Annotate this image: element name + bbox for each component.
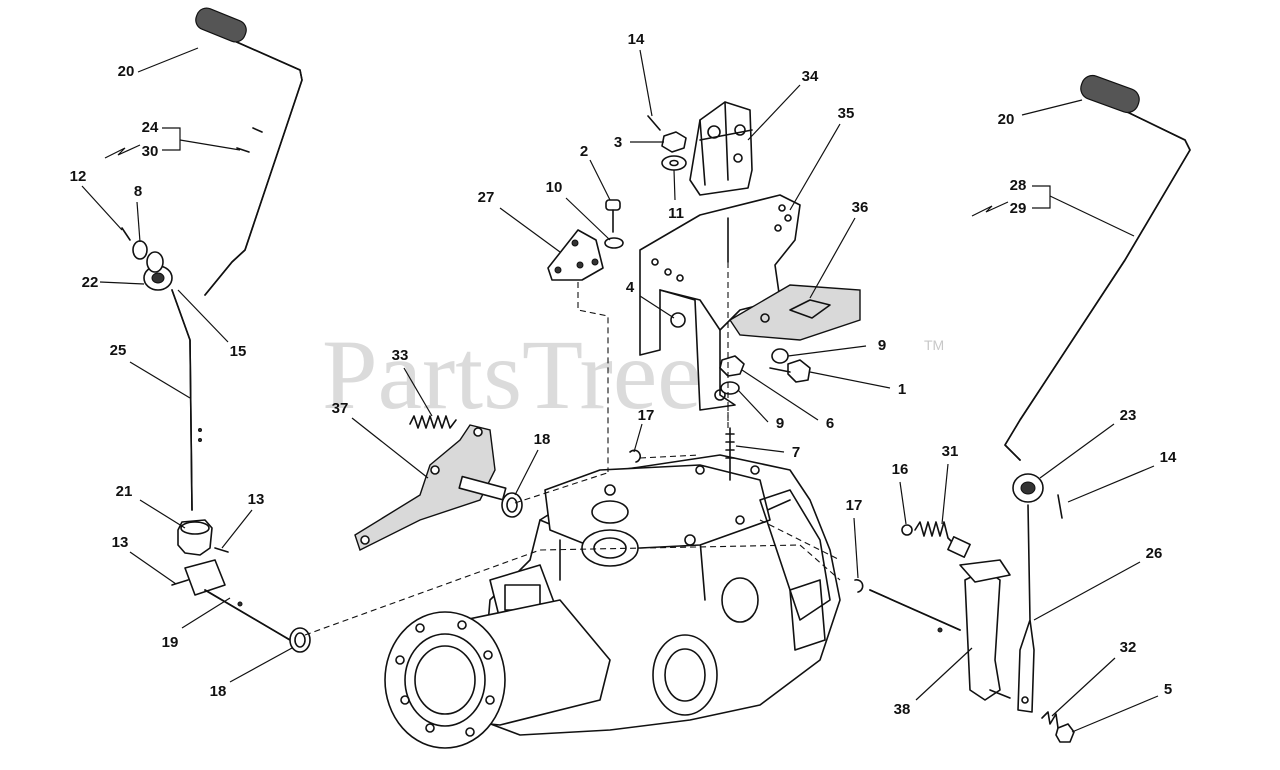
callout-17-center: 17 (638, 407, 655, 424)
right-shift-lever (1004, 74, 1191, 461)
stud-7 (725, 427, 735, 481)
callout-25: 25 (110, 342, 127, 359)
callout-24: 24 (142, 119, 159, 136)
callout-30: 30 (142, 143, 159, 160)
callout-28: 28 (1010, 177, 1027, 194)
callout-18-left: 18 (210, 683, 227, 700)
spring-33 (409, 415, 457, 429)
shift-rod-25 (171, 289, 202, 511)
callout-13-left: 13 (112, 534, 129, 551)
watermark-trademark: TM (924, 337, 944, 353)
nut-4 (670, 312, 686, 328)
shaft-19 (184, 559, 291, 641)
callout-11: 11 (668, 205, 684, 222)
callout-34: 34 (802, 68, 819, 85)
bracket-27 (547, 229, 604, 281)
nut-5 (1055, 723, 1075, 743)
shift-rod-26 (1017, 504, 1035, 713)
callout-23: 23 (1120, 407, 1137, 424)
collar-21 (177, 519, 213, 556)
nut-3 (661, 131, 687, 153)
ring-18-center (501, 492, 523, 518)
callout-3: 3 (614, 134, 622, 151)
callout-17-right: 17 (846, 497, 863, 514)
shaft-right (869, 589, 961, 633)
callout-6: 6 (826, 415, 834, 432)
seat-bracket-34 (689, 101, 753, 196)
callout-15: 15 (230, 343, 247, 360)
clip-17-center (629, 449, 642, 463)
bolt-arm (989, 689, 1011, 699)
washer-11 (661, 155, 687, 171)
pin-12 (121, 227, 131, 241)
callout-32: 32 (1120, 639, 1137, 656)
pin-14-top (647, 115, 661, 131)
watermark-logo: PartsTree (322, 319, 702, 430)
bolt-1 (769, 359, 811, 383)
callout-2: 2 (580, 143, 588, 160)
callout-35: 35 (838, 105, 855, 122)
ring-18-left (289, 627, 311, 653)
assembly-lines (304, 262, 841, 636)
plate-36 (729, 284, 861, 341)
callout-29: 29 (1010, 200, 1027, 217)
callout-5: 5 (1164, 681, 1172, 698)
pin-13-right (214, 547, 229, 553)
nut-6 (719, 355, 745, 377)
pivot-23 (1012, 473, 1044, 503)
callout-22: 22 (82, 274, 99, 291)
callout-9-upper: 9 (878, 337, 886, 354)
callout-14-top: 14 (628, 31, 645, 48)
ball-16 (901, 524, 913, 536)
callout-labels: 14 34 35 3 2 11 10 27 36 4 9 1 6 9 17 7 … (70, 31, 1177, 718)
callout-18-center: 18 (534, 431, 551, 448)
washer-9-lower (720, 381, 740, 395)
shift-arm-38 (959, 559, 1011, 701)
callout-10: 10 (546, 179, 563, 196)
callout-9-lower: 9 (776, 415, 784, 432)
spring-31 (914, 521, 971, 558)
callout-14-right: 14 (1160, 449, 1177, 466)
pivot-22 (143, 265, 173, 291)
left-shift-lever (195, 7, 303, 296)
pin-13-left (171, 579, 189, 586)
transaxle-housing (384, 454, 841, 749)
mounting-bracket-35 (639, 194, 801, 411)
plate-37 (354, 424, 507, 551)
callout-19: 19 (162, 634, 179, 651)
leader-lines (81, 47, 1159, 733)
callout-8: 8 (134, 183, 142, 200)
washer-8 (132, 240, 164, 273)
callout-20-left: 20 (118, 63, 135, 80)
callout-12: 12 (70, 168, 87, 185)
callout-1: 1 (898, 381, 906, 398)
bolt-2 (605, 199, 621, 233)
callout-13-right: 13 (248, 491, 265, 508)
callout-20-right: 20 (998, 111, 1015, 128)
callout-4: 4 (626, 279, 635, 296)
callout-38: 38 (894, 701, 911, 718)
callout-27: 27 (478, 189, 495, 206)
callout-36: 36 (852, 199, 869, 216)
callout-21: 21 (116, 483, 133, 500)
spring-32 (1041, 711, 1059, 729)
callout-37: 37 (332, 400, 349, 417)
clip-17-right (854, 579, 864, 593)
callout-31: 31 (942, 443, 959, 460)
callout-33: 33 (392, 347, 409, 364)
callout-26: 26 (1146, 545, 1163, 562)
callout-16: 16 (892, 461, 909, 478)
pin-14-right (1057, 494, 1063, 519)
washer-9-upper (771, 348, 789, 364)
callout-7: 7 (792, 444, 800, 461)
washer-10 (604, 237, 624, 249)
